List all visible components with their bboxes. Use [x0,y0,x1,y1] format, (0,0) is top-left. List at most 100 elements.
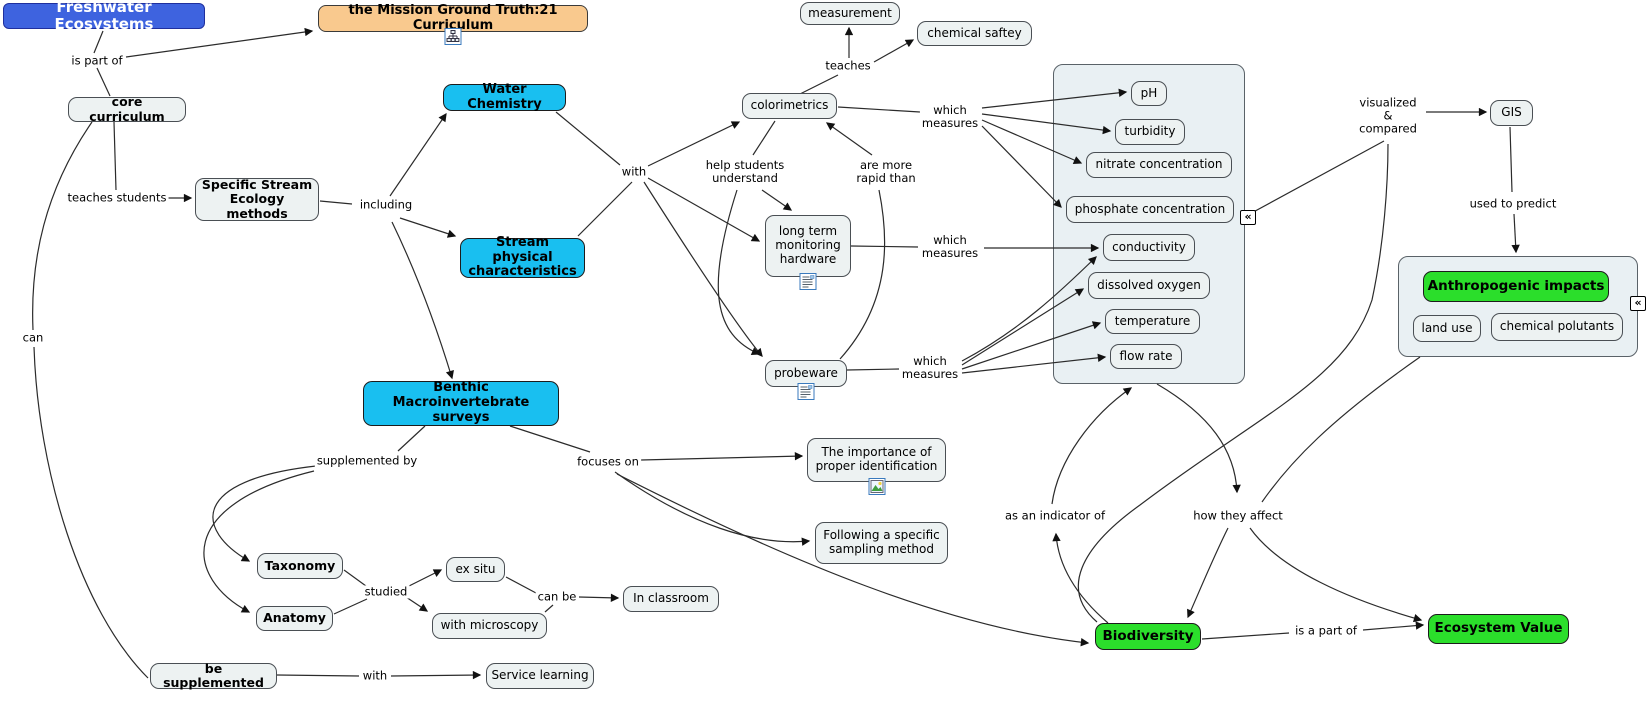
link-how-they-affect[interactable]: how they affect [1191,508,1285,523]
link-studied[interactable]: studied [362,584,410,599]
concept-gis[interactable]: GIS [1490,100,1533,126]
concept-benthic-macroinvertebrate-surveys-text: Benthic Macroinvertebrate surveys [392,380,530,425]
link-which-measures-hardware[interactable]: which measures [919,232,981,261]
concept-chemical-saftey-text: chemical saftey [927,25,1022,40]
link-with-service[interactable]: with [360,668,390,683]
concept-land-use[interactable]: land use [1413,315,1481,342]
concept-ex-situ-text: ex situ [455,561,496,576]
concept-probeware-text: probeware [774,365,838,380]
concept-in-classroom-text: In classroom [633,591,709,606]
concept-specific-stream-ecology-methods[interactable]: Specific Stream Ecology methods [195,178,319,221]
picture-icon[interactable] [868,478,885,495]
link-as-an-indicator-of[interactable]: as an indicator of [1002,508,1108,523]
concept-measurement-text: measurement [808,5,892,20]
concept-land-use-text: land use [1421,320,1473,335]
concept-be-supplemented-text: be supplemented [163,660,264,690]
concept-anatomy-text: Anatomy [263,610,326,626]
concept-chemical-saftey[interactable]: chemical saftey [917,21,1032,46]
link-which-measures-colorimetrics[interactable]: which measures [919,102,981,131]
concept-probeware[interactable]: probeware [765,360,847,400]
concept-importance-of-proper-identification-text: The importance of proper identification [815,445,938,473]
concept-ph[interactable]: pH [1131,81,1167,106]
concept-dissolved-oxygen-text: dissolved oxygen [1097,277,1201,292]
concept-stream-physical-characteristics[interactable]: Stream physical characteristics [460,234,585,280]
concept-importance-of-proper-identification[interactable]: The importance of proper identification [807,438,946,495]
concept-mission-curriculum-text: the Mission Ground Truth:21 Curriculum [348,2,558,33]
sitemap-icon[interactable] [444,28,462,45]
document-icon[interactable] [797,383,815,400]
concept-temperature[interactable]: temperature [1105,309,1200,334]
concept-turbidity-text: turbidity [1124,124,1176,139]
concept-with-microscopy-text: with microscopy [440,618,539,633]
collapse-chevron-parameters-text: « [1244,210,1252,224]
concept-water-chemistry-text: Water Chemistry [467,81,542,112]
link-is-a-part-of[interactable]: is a part of [1293,623,1359,638]
concept-temperature-text: temperature [1114,313,1191,328]
concept-chemical-polutants-text: chemical polutants [1499,319,1615,334]
concept-phosphate-concentration-text: phosphate concentration [1074,201,1226,216]
concept-nitrate-concentration[interactable]: nitrate concentration [1086,152,1232,178]
concept-core-curriculum-text: core curriculum [89,94,165,124]
concept-conductivity-text: conductivity [1112,239,1186,254]
concept-taxonomy-text: Taxonomy [264,557,336,573]
concept-turbidity[interactable]: turbidity [1115,119,1185,145]
link-help-students-understand[interactable]: help students understand [703,157,787,186]
concept-ex-situ[interactable]: ex situ [446,557,505,582]
concept-biodiversity[interactable]: Biodiversity [1095,623,1201,650]
collapse-chevron-parameters[interactable]: « [1240,210,1256,225]
concept-taxonomy[interactable]: Taxonomy [257,553,343,579]
link-can-be[interactable]: can be [535,589,579,604]
link-visualized-and-compared[interactable]: visualized & compared [1357,95,1419,136]
concept-ecosystem-value[interactable]: Ecosystem Value [1428,614,1569,644]
concept-freshwater-ecosystems-text: Freshwater Ecosystems [54,0,154,33]
concept-flow-rate-text: flow rate [1119,348,1173,363]
concept-with-microscopy[interactable]: with microscopy [432,613,547,639]
concept-water-chemistry[interactable]: Water Chemistry [443,81,566,112]
document-icon[interactable] [799,273,817,290]
link-is-part-of[interactable]: is part of [69,53,125,68]
concept-nitrate-concentration-text: nitrate concentration [1095,157,1223,172]
concept-anthropogenic-impacts-text: Anthropogenic impacts [1427,277,1605,294]
concept-core-curriculum[interactable]: core curriculum [68,94,186,124]
concept-service-learning-text: Service learning [491,668,589,683]
concept-gis-text: GIS [1501,105,1522,120]
concept-be-supplemented[interactable]: be supplemented [150,660,277,690]
concept-benthic-macroinvertebrate-surveys[interactable]: Benthic Macroinvertebrate surveys [363,380,559,426]
link-used-to-predict[interactable]: used to predict [1467,196,1559,211]
link-focuses-on[interactable]: focuses on [575,454,641,469]
concept-flow-rate[interactable]: flow rate [1110,344,1182,369]
concept-long-term-monitoring-hardware[interactable]: long term monitoring hardware [765,215,851,290]
concept-phosphate-concentration[interactable]: phosphate concentration [1066,196,1234,223]
concept-following-specific-sampling-method[interactable]: Following a specific sampling method [815,522,948,564]
concept-mission-curriculum[interactable]: the Mission Ground Truth:21 Curriculum [318,2,588,45]
link-teaches-students[interactable]: teaches students [65,190,169,205]
link-are-more-rapid-than[interactable]: are more rapid than [854,157,918,186]
link-including[interactable]: including [357,197,415,212]
concept-long-term-monitoring-hardware-text: long term monitoring hardware [775,224,841,266]
link-can[interactable]: can [20,330,46,345]
link-teaches[interactable]: teaches [823,58,873,73]
concept-stream-physical-characteristics-text: Stream physical characteristics [468,234,577,280]
concept-in-classroom[interactable]: In classroom [623,586,719,612]
concept-ph-text: pH [1140,85,1158,100]
concept-colorimetrics[interactable]: colorimetrics [742,93,837,119]
concept-following-specific-sampling-method-text: Following a specific sampling method [823,528,940,556]
concept-chemical-polutants[interactable]: chemical polutants [1491,313,1623,341]
concept-specific-stream-ecology-methods-text: Specific Stream Ecology methods [201,177,313,221]
concept-measurement[interactable]: measurement [800,2,900,25]
concept-freshwater-ecosystems[interactable]: Freshwater Ecosystems [3,0,205,33]
concept-anatomy[interactable]: Anatomy [256,606,333,631]
concept-service-learning[interactable]: Service learning [486,663,594,689]
link-supplemented-by[interactable]: supplemented by [314,453,420,468]
concept-dissolved-oxygen[interactable]: dissolved oxygen [1088,272,1210,299]
link-which-measures-probeware[interactable]: which measures [899,353,961,382]
collapse-chevron-impacts[interactable]: « [1630,296,1646,311]
collapse-chevron-impacts-text: « [1634,296,1642,310]
link-with-chemistry[interactable]: with [619,164,649,179]
concept-conductivity[interactable]: conductivity [1103,234,1195,261]
concept-anthropogenic-impacts[interactable]: Anthropogenic impacts [1423,271,1609,302]
concept-colorimetrics-text: colorimetrics [750,98,829,113]
concept-biodiversity-text: Biodiversity [1102,627,1194,644]
